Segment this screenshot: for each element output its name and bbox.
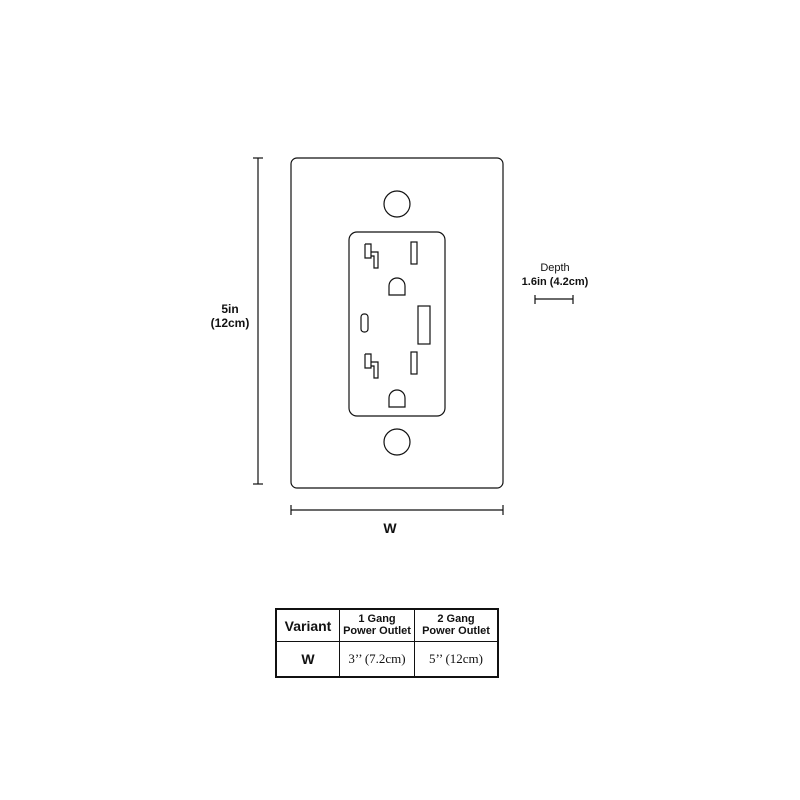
header-2-gang: 2 Gang Power Outlet <box>414 608 499 642</box>
depth-title: Depth <box>540 262 570 274</box>
depth-dimension-line <box>534 295 574 304</box>
header-2-gang-line2: Power Outlet <box>422 624 490 637</box>
height-label: 5in (12cm) <box>195 302 265 331</box>
upper-ground-hole <box>388 277 406 296</box>
table-row: W 3’’ (7.2cm) 5’’ (12cm) <box>275 641 499 678</box>
wall-plate <box>290 157 504 489</box>
lower-ground-hole <box>388 389 406 408</box>
depth-value: 1.6in (4.2cm) <box>521 276 589 288</box>
usb-a-port <box>417 305 431 345</box>
lower-t-slot <box>364 353 379 379</box>
top-screw-hole <box>383 190 411 218</box>
header-variant: Variant <box>275 608 340 642</box>
upper-t-slot <box>364 243 379 269</box>
usb-c-port <box>360 313 369 333</box>
lower-neutral-slot <box>410 351 418 375</box>
width-dimension-line <box>290 505 504 515</box>
bottom-screw-hole <box>383 428 411 456</box>
header-2-gang-line1: 2 Gang <box>437 612 475 625</box>
height-centimeters: (12cm) <box>210 315 250 330</box>
row-variant: W <box>275 641 340 678</box>
variant-spec-table: Variant 1 Gang Power Outlet 2 Gang Power… <box>275 608 499 678</box>
upper-neutral-slot <box>410 241 418 265</box>
width-label: W <box>383 520 397 536</box>
row-1-gang-width: 3’’ (7.2cm) <box>339 641 415 678</box>
height-dimension-line <box>253 157 263 485</box>
header-1-gang-line1: 1 Gang <box>358 612 396 625</box>
table-header-row: Variant 1 Gang Power Outlet 2 Gang Power… <box>275 608 499 642</box>
receptacle-face <box>348 231 446 417</box>
header-1-gang-line2: Power Outlet <box>343 624 411 637</box>
header-1-gang: 1 Gang Power Outlet <box>339 608 415 642</box>
row-2-gang-width: 5’’ (12cm) <box>414 641 499 678</box>
height-inches: 5in <box>221 302 239 316</box>
